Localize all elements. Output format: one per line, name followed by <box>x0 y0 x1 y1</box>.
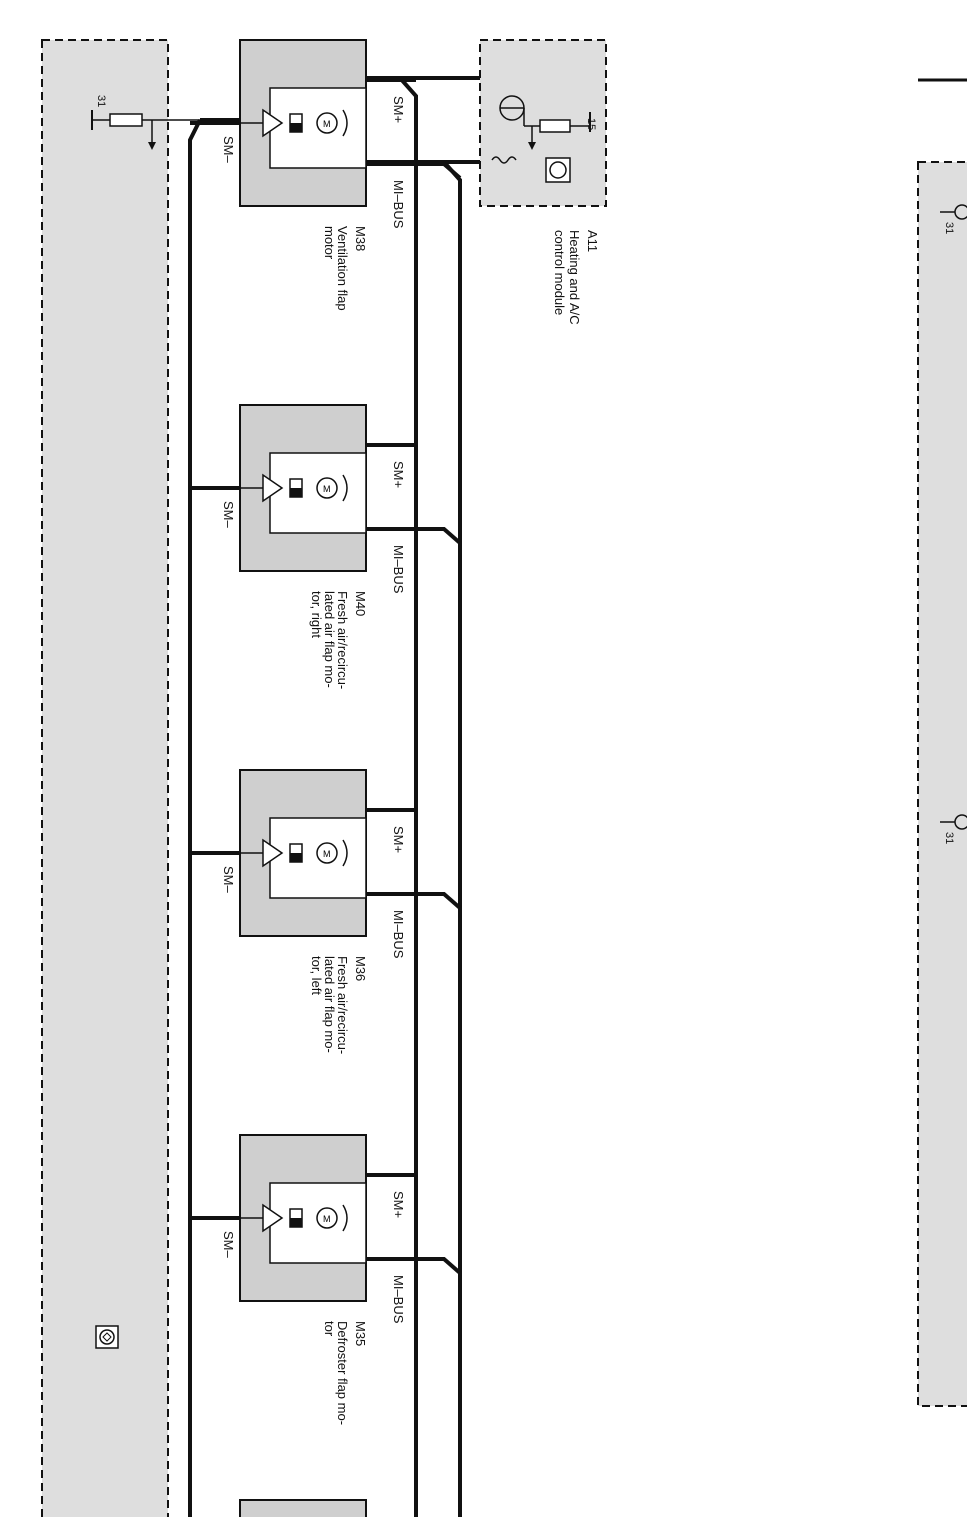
mi-bus-label: MI–BUS <box>391 910 406 959</box>
motor-id-label: M40 <box>353 591 368 616</box>
supply-terminal-label: 15 <box>585 118 597 130</box>
motor-name-line-3: tor, right <box>309 591 324 638</box>
motor-icon <box>316 842 338 864</box>
motor-name-line-1: Defroster flap mo- <box>335 1321 350 1425</box>
mi-bus-label: MI–BUS <box>391 545 406 594</box>
partial-module <box>239 1499 367 1517</box>
motor-name-line-2: lated air flap mo- <box>322 956 337 1053</box>
control-unit-icon <box>95 1325 119 1349</box>
ground-terminal-label: 31 <box>95 95 107 107</box>
sm-minus-label: SM– <box>221 1231 236 1259</box>
motor-name-line-1: Fresh air/recircu- <box>335 956 350 1054</box>
right-ground-bottom-label: 31 <box>943 832 955 844</box>
svg-text:M: M <box>323 484 331 494</box>
motor-name-line-1: Ventilation flap <box>335 226 350 311</box>
sm-plus-label: SM+ <box>391 461 406 488</box>
right-housing <box>917 161 967 1407</box>
sm-minus-label: SM– <box>221 501 236 529</box>
sm-plus-label: SM+ <box>391 1191 406 1218</box>
motor-name-line-2: tor <box>322 1321 337 1337</box>
right-ground-top-label: 31 <box>943 222 955 234</box>
svg-text:M: M <box>323 119 331 129</box>
motor-name-line-2: lated air flap mo- <box>322 591 337 688</box>
ground-symbol: 31 <box>91 95 200 150</box>
svg-text:M: M <box>323 1214 331 1224</box>
motor-name-line-2: motor <box>322 226 337 260</box>
a11-id: A11 <box>585 230 600 252</box>
a11-transistor-symbol <box>491 95 591 164</box>
sm-minus-label: SM– <box>221 136 236 164</box>
svg-text:M: M <box>323 849 331 859</box>
a11-name-line-1: Heating and A/C <box>567 230 582 325</box>
motor-id-label: M35 <box>353 1321 368 1346</box>
sm-minus-label: SM– <box>221 866 236 894</box>
sm-plus-label: SM+ <box>391 96 406 123</box>
left-housing <box>41 39 169 1517</box>
right-ground-top: 31 <box>940 204 967 234</box>
motor-icon <box>316 112 338 134</box>
motor-icon <box>316 477 338 499</box>
motor-id-label: M38 <box>353 226 368 251</box>
mi-bus-label: MI–BUS <box>391 180 406 229</box>
a11-processor-icon <box>545 157 571 183</box>
mi-bus-label: MI–BUS <box>391 1275 406 1324</box>
sm-plus-label: SM+ <box>391 826 406 853</box>
motor-name-line-1: Fresh air/recircu- <box>335 591 350 689</box>
motor-icon <box>316 1207 338 1229</box>
motor-id-label: M36 <box>353 956 368 981</box>
motor-name-line-3: tor, left <box>309 956 324 995</box>
right-ground-bottom: 31 <box>940 814 967 844</box>
a11-name-line-2: control module <box>552 230 567 315</box>
